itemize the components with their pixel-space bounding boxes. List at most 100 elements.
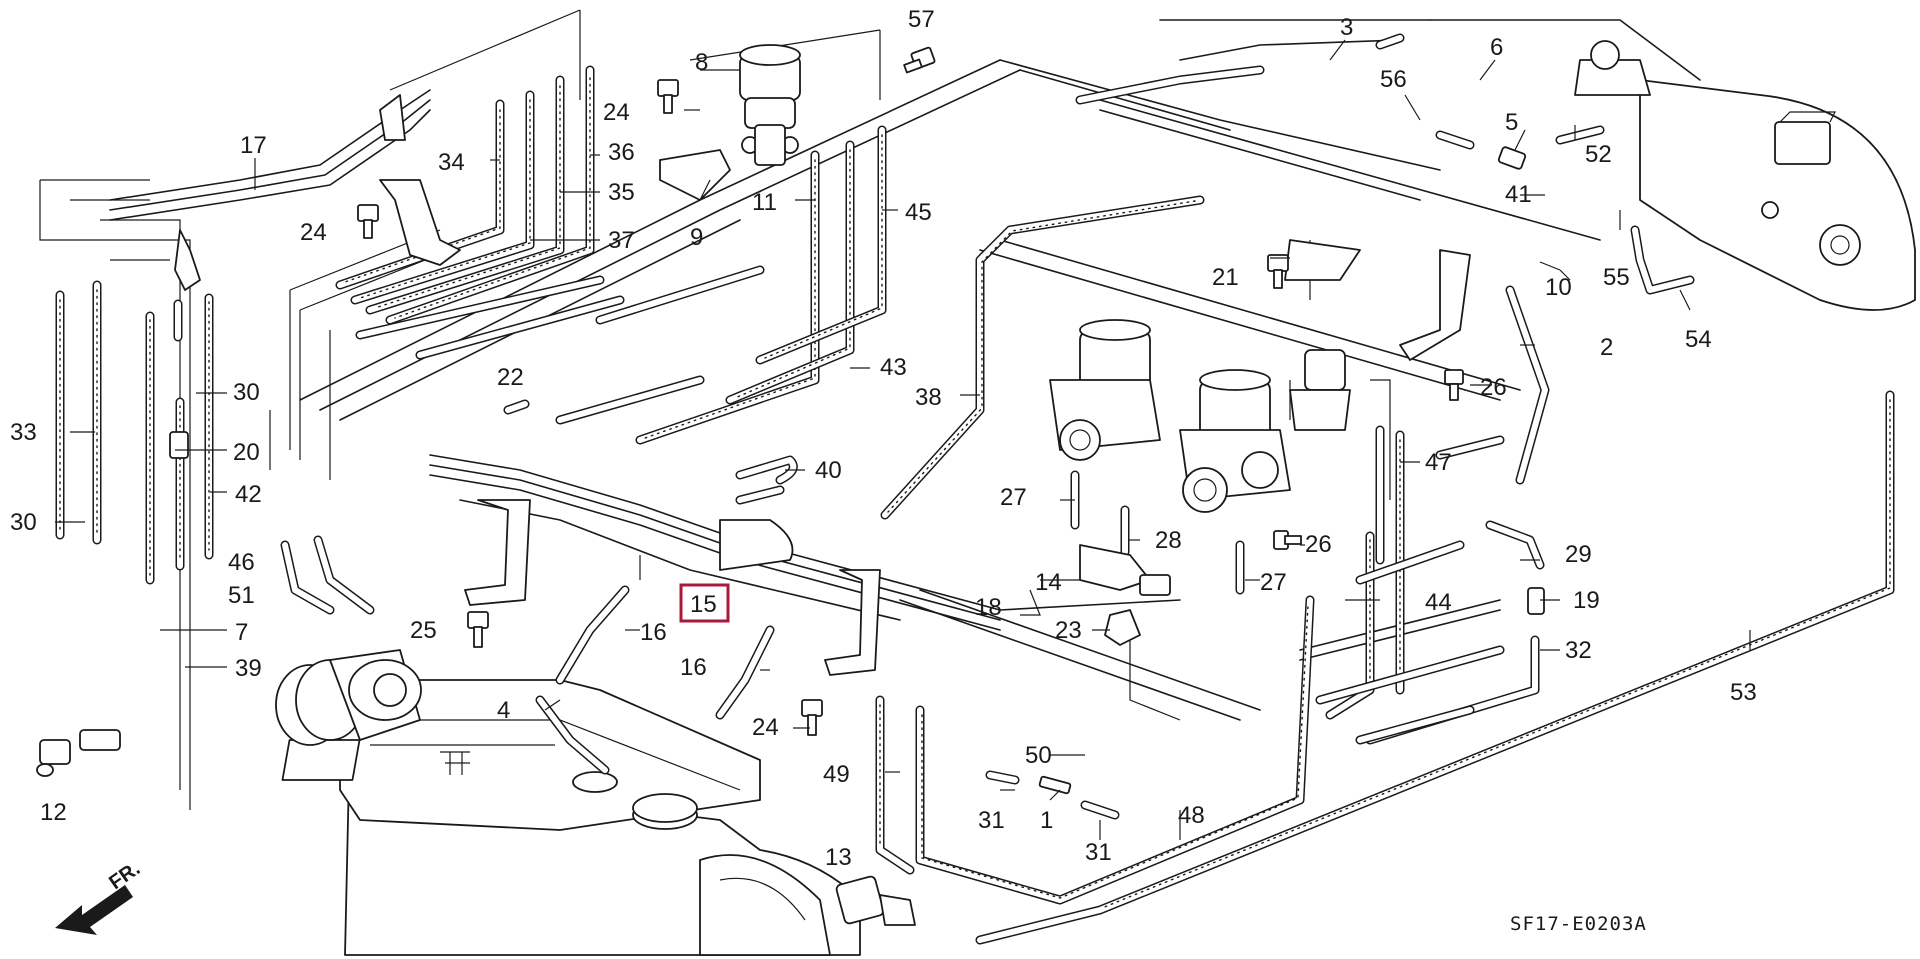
- callout-31-right: 31: [1085, 839, 1112, 866]
- callout-34: 34: [438, 149, 465, 176]
- callout-17: 17: [240, 132, 267, 159]
- callout-35: 35: [608, 179, 635, 206]
- callout-47: 47: [1425, 449, 1452, 476]
- callout-25: 25: [410, 617, 437, 644]
- valve-upper-right: [1241, 349, 1351, 489]
- tank-16: [719, 519, 794, 571]
- callout-23: 23: [1055, 617, 1082, 644]
- valve-14: [1079, 544, 1171, 596]
- callout-50: 50: [1025, 742, 1052, 769]
- callout-7: 7: [235, 619, 248, 646]
- callout-41: 41: [1505, 181, 1532, 208]
- joint-19: [1527, 587, 1545, 615]
- callout-26-lower: 26: [1305, 531, 1332, 558]
- callout-16-lower: 16: [680, 654, 707, 681]
- hose-38: [880, 195, 1205, 520]
- hose-54: [1630, 225, 1695, 295]
- callout-39: 39: [235, 655, 262, 682]
- hose-3: [1375, 33, 1405, 50]
- bolt-26-upper: [1444, 369, 1464, 401]
- hose-11: [635, 150, 820, 445]
- front-label: FR.: [105, 858, 144, 895]
- hose-34: [335, 99, 505, 290]
- callout-24-upper: 24: [603, 99, 630, 126]
- callout-5: 5: [1505, 109, 1518, 136]
- hose-43: [725, 140, 855, 405]
- hose-53: [975, 390, 1895, 945]
- callout-30-left: 30: [10, 509, 37, 536]
- callout-24-lower: 24: [752, 714, 779, 741]
- hose-48: [915, 595, 1315, 905]
- leader-lines: [55, 39, 1751, 840]
- callout-13: 13: [825, 844, 852, 871]
- bolt-25: [467, 611, 489, 648]
- bracket-center: [464, 239, 1471, 676]
- bolt-24-lower: [801, 699, 823, 736]
- callout-54: 54: [1685, 326, 1712, 353]
- callout-27-right: 27: [1260, 569, 1287, 596]
- callout-56: 56: [1380, 66, 1407, 93]
- components: [36, 44, 1545, 926]
- callout-42: 42: [235, 481, 262, 508]
- solenoid-valve-right: [1179, 369, 1291, 513]
- callout-28: 28: [1155, 527, 1182, 554]
- callout-49: 49: [823, 761, 850, 788]
- front-arrow-icon: [55, 885, 133, 935]
- hose-49: [875, 695, 915, 875]
- sensor-13: [835, 875, 916, 926]
- hose-31-left: [985, 770, 1020, 785]
- hose-52: [1555, 125, 1605, 145]
- callout-1: 1: [1040, 807, 1053, 834]
- hose-51: [313, 535, 375, 615]
- fuel-tank: [1574, 40, 1916, 311]
- callout-31-left: 31: [978, 807, 1005, 834]
- callout-52: 52: [1585, 141, 1612, 168]
- callout-45: 45: [905, 199, 932, 226]
- callout-33: 33: [10, 419, 37, 446]
- callout-22: 22: [497, 364, 524, 391]
- hose-16-lower: [715, 625, 775, 720]
- bracket-17: [109, 89, 431, 291]
- callout-15: 15: [690, 591, 717, 618]
- hose-32: [1365, 635, 1540, 745]
- hose-36: [385, 65, 595, 325]
- clip-23: [1104, 609, 1141, 646]
- callout-21: 21: [1212, 264, 1239, 291]
- hose-35: [365, 75, 565, 315]
- hose-37: [350, 90, 535, 305]
- callout-43: 43: [880, 354, 907, 381]
- callout-2: 2: [1600, 334, 1613, 361]
- callout-40: 40: [815, 457, 842, 484]
- callout-37: 37: [608, 227, 635, 254]
- callout-8: 8: [695, 49, 708, 76]
- hose-40: [735, 455, 798, 505]
- bolt-26-lower: [1273, 530, 1302, 550]
- callout-29: 29: [1565, 541, 1592, 568]
- diagram-code: SF17-E0203A: [1510, 913, 1647, 935]
- bolt-57: [903, 46, 936, 74]
- callout-36: 36: [608, 139, 635, 166]
- hose-56: [1435, 130, 1475, 150]
- hose-29: [1485, 520, 1545, 570]
- bolt-24-left: [357, 204, 379, 239]
- hose-upper-long: [355, 65, 1505, 745]
- callout-26-upper: 26: [1480, 374, 1507, 401]
- bolt-21: [1267, 254, 1289, 289]
- callout-14: 14: [1035, 569, 1062, 596]
- joint-20: [169, 431, 189, 459]
- hose-16-upper: [555, 585, 630, 685]
- hose-45: [755, 125, 887, 365]
- callout-19: 19: [1573, 587, 1600, 614]
- regulator-8: [739, 44, 801, 166]
- callout-32: 32: [1565, 637, 1592, 664]
- connector-5: [1497, 146, 1527, 170]
- engine-block: [281, 679, 861, 956]
- callout-11: 11: [752, 189, 777, 216]
- bracket-34: [379, 179, 461, 266]
- callout-9: 9: [690, 224, 703, 251]
- solenoid-valve-left: [1049, 319, 1161, 461]
- callout-24-left: 24: [300, 219, 327, 246]
- bolt-24-upper: [657, 79, 679, 114]
- front-direction-marker: FR.: [55, 858, 144, 935]
